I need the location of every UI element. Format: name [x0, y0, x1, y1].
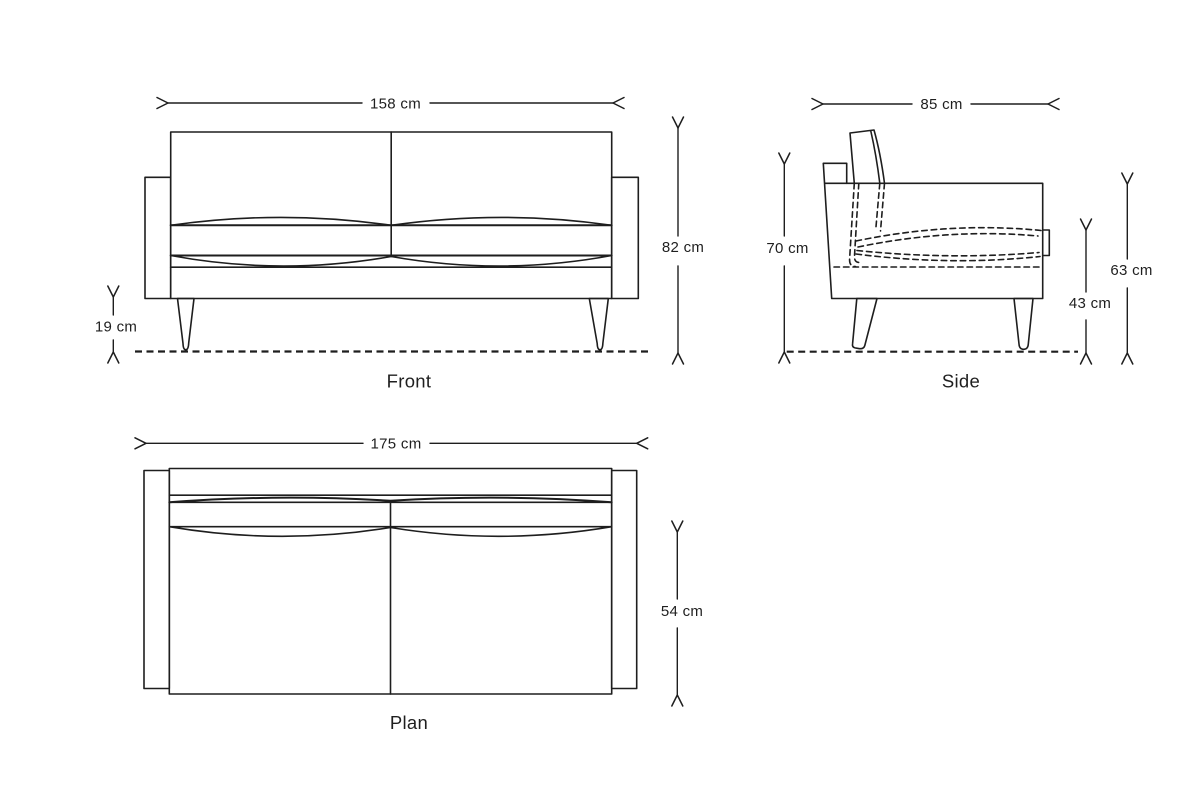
front-width-dimension: 158 cm [156, 96, 625, 113]
side-back-height-dimension: 70 cm [766, 152, 808, 364]
front-leg-height-value: 19 cm [95, 319, 137, 336]
side-view: 85 cm 70 cm 63 cm 43 cm Side [766, 96, 1152, 392]
plan-width-value: 175 cm [371, 436, 422, 453]
front-height-value: 82 cm [662, 239, 704, 256]
plan-view-label: Plan [390, 712, 428, 733]
front-left-leg [176, 297, 195, 351]
side-back-cushion-solid [849, 129, 886, 185]
plan-sofa-drawing [143, 467, 638, 695]
side-back-cushion-dashed-right [875, 182, 886, 232]
front-height-dimension: 82 cm [662, 116, 704, 365]
side-sofa-body [822, 162, 1044, 300]
plan-left-arm [143, 469, 171, 690]
side-seat-cushion-top-arcs [855, 226, 1042, 248]
plan-back-cushion-arcs [168, 496, 613, 504]
front-view: 158 cm 82 cm 19 cm Front [95, 96, 704, 392]
side-seat-height-dimension: 43 cm [1069, 218, 1111, 365]
plan-view: 175 cm 54 cm Plan [134, 436, 703, 733]
side-cushion-front-edge [1041, 229, 1051, 257]
front-right-arm [610, 176, 640, 300]
side-front-leg [1013, 297, 1034, 351]
plan-width-dimension: 175 cm [134, 436, 649, 453]
front-left-arm [144, 176, 172, 300]
plan-right-arm [610, 469, 638, 690]
side-seat-height-value: 43 cm [1069, 295, 1111, 312]
side-arm-height-dimension: 63 cm [1110, 172, 1152, 365]
front-leg-height-dimension: 19 cm [95, 285, 137, 364]
plan-seat-depth-dimension: 54 cm [661, 520, 703, 707]
side-seat-cushion-bottom-arcs [855, 249, 1041, 262]
plan-seat-depth-value: 54 cm [661, 603, 703, 620]
side-arm-height-value: 63 cm [1110, 262, 1152, 279]
front-seat-cushion-arcs [169, 254, 613, 267]
front-right-leg [588, 297, 610, 351]
side-back-height-value: 70 cm [766, 240, 808, 257]
plan-seat-cushion-arcs [168, 525, 613, 538]
front-backrest-cushion-arcs [169, 216, 613, 227]
front-sofa-drawing [135, 131, 650, 353]
front-view-label: Front [387, 371, 432, 392]
front-width-value: 158 cm [370, 96, 421, 113]
side-depth-value: 85 cm [920, 96, 962, 113]
side-view-label: Side [942, 371, 980, 392]
side-back-leg [851, 297, 878, 350]
side-depth-dimension: 85 cm [811, 96, 1060, 113]
side-sofa-drawing [786, 129, 1078, 353]
